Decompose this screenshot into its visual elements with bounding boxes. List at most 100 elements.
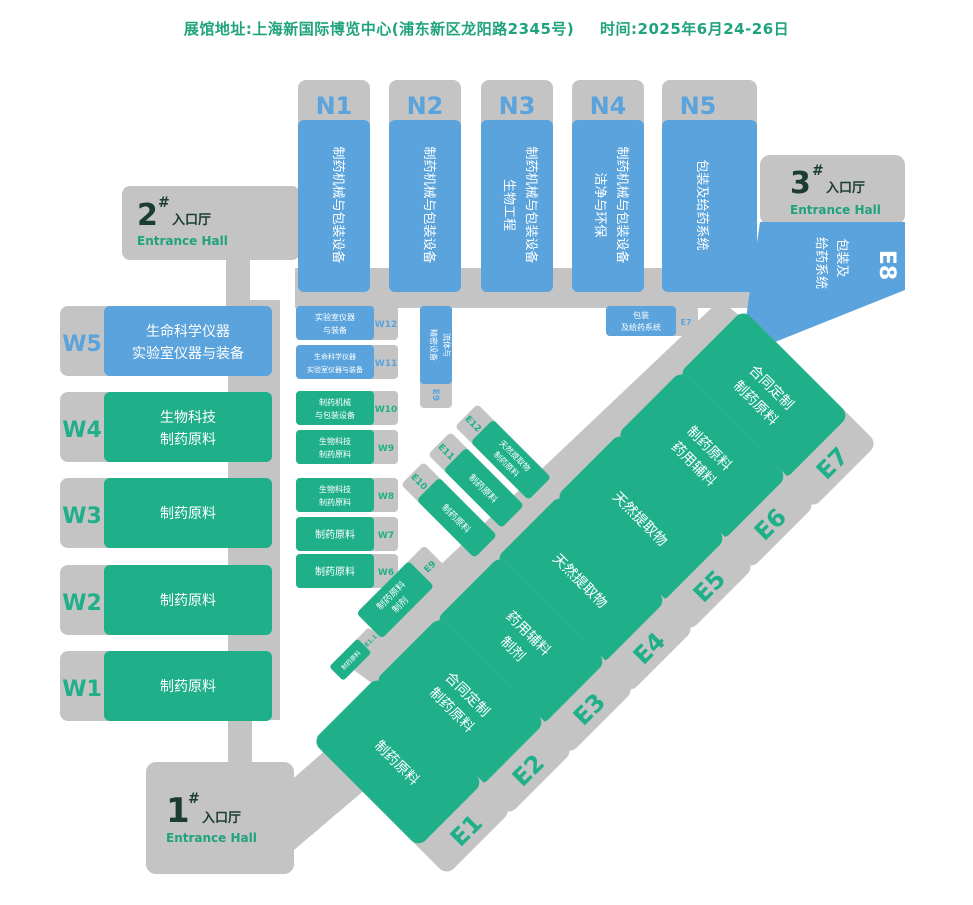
entrance-1-en: Entrance Hall: [166, 831, 257, 845]
hall-w2-line1: 制药原料: [160, 593, 216, 609]
hall-n1[interactable]: N1 制药机械与包装设备: [298, 80, 370, 292]
hall-e8-col2: 给药系统: [813, 237, 828, 289]
exhibition-info-header: 展馆地址:上海新国际博览中心(浦东新区龙阳路2345号) 时间:2025年6月2…: [0, 18, 973, 39]
hall-e5[interactable]: E5 天然提取物: [555, 432, 754, 631]
entrance-1-number: 1: [166, 791, 190, 831]
entrance-3-number: 3: [790, 166, 811, 201]
hall-w11-code: W11: [375, 359, 397, 369]
hall-n1-code: N1: [316, 92, 353, 120]
entrance-2-mark: #: [158, 195, 170, 211]
hall-w10-code: W10: [375, 405, 397, 415]
hall-n3-col1: 制药机械与包装设备: [523, 146, 539, 263]
hall-w12[interactable]: W12 实验室仪器 与装备: [296, 306, 398, 340]
hall-w7-code: W7: [378, 531, 394, 541]
hall-e1-1[interactable]: E1.1 制药原料: [329, 627, 383, 681]
hall-e9-fluid-col2: 精密设备: [429, 329, 439, 361]
hall-w11-line1: 生命科学仪器: [314, 352, 356, 361]
hall-e11[interactable]: E11 制药原料: [428, 432, 524, 528]
hall-w10[interactable]: W10 制药机械 与包装设备: [296, 391, 398, 425]
hall-w4-code: W4: [62, 418, 102, 443]
hall-w2-code: W2: [62, 591, 102, 616]
hall-w1-code: W1: [62, 677, 102, 702]
entrance-3: 3 # 入口厅 Entrance Hall: [790, 163, 881, 217]
hall-w11[interactable]: W11 生命科学仪器 实验室仪器与装备: [296, 345, 398, 379]
hall-n2[interactable]: N2 制药机械与包装设备: [389, 80, 461, 292]
hall-w4-line2: 制药原料: [160, 432, 216, 448]
hall-w2[interactable]: W2 制药原料: [60, 565, 272, 635]
hall-n3-code: N3: [499, 92, 536, 120]
hall-w9-code: W9: [378, 444, 394, 454]
hall-w4-line1: 生物科技: [160, 410, 216, 426]
hall-w6-line1: 制药原料: [315, 565, 355, 578]
hall-w8-line2: 制药原料: [319, 497, 351, 507]
hall-w5-line2: 实验室仪器与装备: [132, 345, 244, 362]
hall-w1[interactable]: W1 制药原料: [60, 651, 272, 721]
hall-e3[interactable]: E3 药用辅料 制剂: [435, 555, 634, 754]
entrance-1-cn: 入口厅: [202, 811, 241, 826]
hall-w6-code: W6: [378, 568, 394, 578]
hall-e9-fluid-code: E9: [430, 389, 440, 401]
hall-n5-code: N5: [680, 92, 717, 120]
hall-n3-col2: 生物工程: [501, 179, 516, 231]
hall-e10[interactable]: E10 制药原料: [401, 462, 497, 558]
hall-e8-code: E8: [874, 250, 899, 280]
hall-w1-line1: 制药原料: [160, 679, 216, 695]
hall-w4[interactable]: W4 生物科技 制药原料: [60, 392, 272, 462]
hall-e2[interactable]: E2 合同定制 制药原料: [374, 616, 573, 815]
hall-w5-code: W5: [62, 332, 102, 357]
hall-e7-package-code: E7: [680, 318, 691, 327]
hall-w7[interactable]: W7 制药原料: [296, 517, 398, 551]
hall-n3[interactable]: N3 制药机械与包装设备 生物工程: [481, 80, 553, 292]
venue-address: 展馆地址:上海新国际博览中心(浦东新区龙阳路2345号): [183, 20, 575, 38]
hall-w8[interactable]: W8 生物科技 制药原料: [296, 478, 398, 512]
entrance-1-mark: #: [188, 791, 200, 807]
hall-w10-line2: 与包装设备: [315, 410, 355, 420]
hall-w3[interactable]: W3 制药原料: [60, 478, 272, 548]
hall-e12[interactable]: E12 天然提取物 制药原料: [455, 404, 551, 500]
hall-e7-package-line1: 包装: [633, 310, 649, 320]
hall-e9-fluid-col1: 流体与: [442, 333, 452, 357]
hall-n5[interactable]: N5 包装及给药系统: [662, 80, 757, 292]
hall-e4[interactable]: E4 天然提取物: [495, 494, 694, 693]
hall-w7-line1: 制药原料: [315, 528, 355, 541]
entrance-3-cn: 入口厅: [826, 181, 865, 196]
hall-w10-line1: 制药机械: [319, 397, 351, 407]
entrance-2-number: 2: [137, 198, 158, 233]
hall-e8-col1: 包装及: [834, 238, 849, 277]
exhibition-time: 时间:2025年6月24-26日: [600, 20, 790, 38]
hall-n4-code: N4: [590, 92, 627, 120]
hall-n4[interactable]: N4 制药机械与包装设备 洁净与环保: [572, 80, 644, 292]
hall-e7-package[interactable]: E7 包装 及给药系统: [606, 306, 698, 336]
hall-e8[interactable]: E8 包装及 给药系统: [745, 222, 905, 342]
hall-e1[interactable]: E1 制药原料: [312, 676, 511, 875]
hall-e6[interactable]: E6 制药原料 药用辅料: [616, 370, 815, 569]
hall-w5-line1: 生命科学仪器: [146, 323, 230, 340]
entrance-3-en: Entrance Hall: [790, 203, 881, 217]
hall-w3-code: W3: [62, 504, 102, 529]
entrance-3-mark: #: [812, 163, 824, 179]
hall-n5-text: 包装及给药系统: [694, 159, 709, 250]
hall-w3-line1: 制药原料: [160, 506, 216, 522]
hall-n1-text: 制药机械与包装设备: [330, 146, 346, 263]
hall-w11-line2: 实验室仪器与装备: [307, 365, 363, 374]
hall-w12-line2: 与装备: [323, 325, 347, 335]
entrance-2: 2 # 入口厅 Entrance Hall: [137, 195, 228, 248]
hall-w12-code: W12: [375, 320, 397, 330]
hall-w12-line1: 实验室仪器: [315, 312, 355, 322]
hall-n2-text: 制药机械与包装设备: [421, 146, 437, 263]
hall-w8-line1: 生物科技: [319, 484, 351, 494]
entrance-2-cn: 入口厅: [172, 213, 211, 228]
hall-w9-line1: 生物科技: [319, 436, 351, 446]
hall-n4-col1: 制药机械与包装设备: [614, 146, 630, 263]
hall-w9[interactable]: W9 生物科技 制药原料: [296, 430, 398, 464]
hall-n4-col2: 洁净与环保: [592, 172, 607, 237]
hall-w8-code: W8: [378, 492, 394, 502]
hall-e9-fluid[interactable]: E9 流体与 精密设备: [420, 306, 452, 408]
hall-w9-line2: 制药原料: [319, 449, 351, 459]
entrance-2-en: Entrance Hall: [137, 234, 228, 248]
hall-w5[interactable]: W5 生命科学仪器 实验室仪器与装备: [60, 306, 272, 376]
hall-w6[interactable]: W6 制药原料: [296, 554, 398, 588]
hall-n2-code: N2: [407, 92, 444, 120]
entrance-1: 1 # 入口厅 Entrance Hall: [166, 791, 257, 845]
